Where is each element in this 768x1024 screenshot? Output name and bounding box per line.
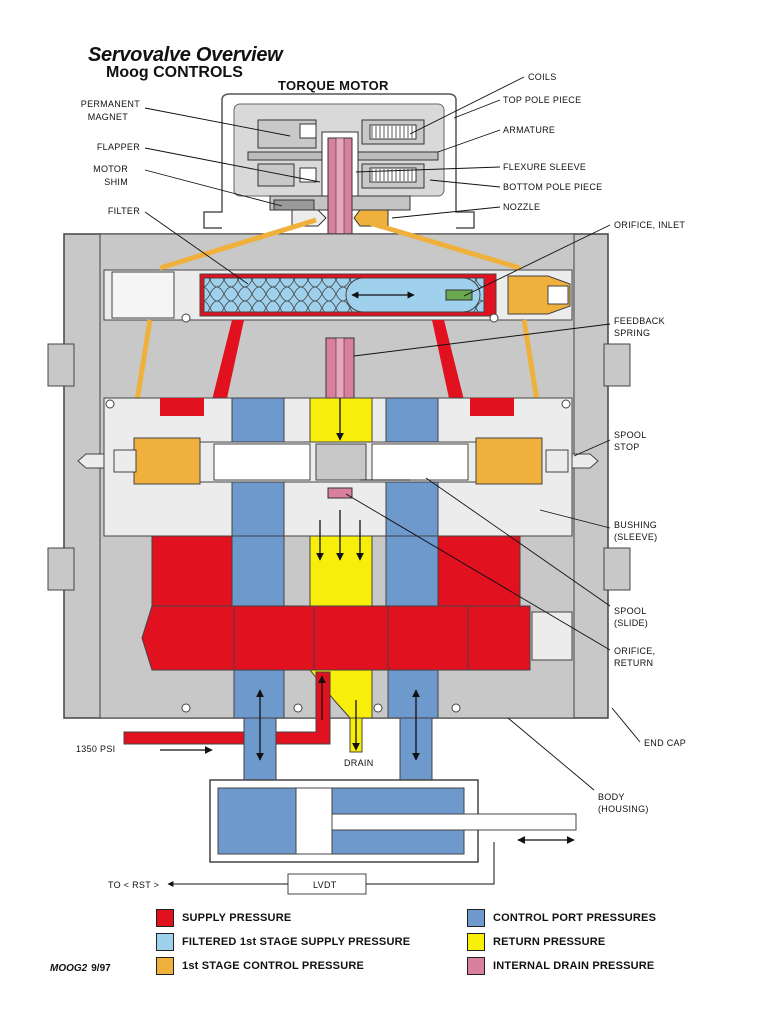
label-psi: 1350 PSI <box>76 744 115 754</box>
label-coils: COILS <box>528 72 557 82</box>
orifice-return <box>327 487 353 499</box>
label-spool-2: (SLIDE) <box>614 618 648 628</box>
legend-label: FILTERED 1st STAGE SUPPLY PRESSURE <box>182 936 411 948</box>
label-feedback-spring-2: SPRING <box>614 328 650 338</box>
torque-motor-label: TORQUE MOTOR <box>278 78 389 93</box>
legend-item-supply: SUPPLY PRESSURE <box>156 909 291 927</box>
label-end-cap: END CAP <box>644 738 686 748</box>
label-spool-1: SPOOL <box>614 606 647 616</box>
diagram-subtitle: Moog CONTROLS <box>106 64 243 81</box>
label-drain: DRAIN <box>344 758 374 768</box>
legend-label: RETURN PRESSURE <box>493 936 606 948</box>
label-filter: FILTER <box>108 206 140 216</box>
label-armature: ARMATURE <box>503 125 555 135</box>
label-motor-shim-1: MOTOR <box>93 164 128 174</box>
label-spool-stop-1: SPOOL <box>614 430 647 440</box>
label-bushing-2: (SLEEVE) <box>614 532 657 542</box>
label-orifice-return-1: ORIFICE, <box>614 646 655 656</box>
label-lvdt: LVDT <box>313 880 337 890</box>
legend-label: CONTROL PORT PRESSURES <box>493 912 657 924</box>
label-to-rst: TO < RST > <box>108 880 159 890</box>
label-feedback-spring-1: FEEDBACK <box>614 316 665 326</box>
spool-stop <box>571 453 599 469</box>
legend-item-filtered: FILTERED 1st STAGE SUPPLY PRESSURE <box>156 933 410 951</box>
label-orifice-return-2: RETURN <box>614 658 653 668</box>
legend-item-drain: INTERNAL DRAIN PRESSURE <box>467 957 654 975</box>
diagram-title: Servovalve Overview <box>88 44 283 66</box>
label-permanent-magnet-1: PERMANENT <box>81 99 140 109</box>
footer-code: MOOG2 <box>50 963 88 974</box>
label-flapper: FLAPPER <box>97 142 140 152</box>
legend-swatch <box>156 909 174 927</box>
legend-label: SUPPLY PRESSURE <box>182 912 292 924</box>
label-body-1: BODY <box>598 792 625 802</box>
label-flexure-sleeve: FLEXURE SLEEVE <box>503 162 586 172</box>
label-top-pole-piece: TOP POLE PIECE <box>503 95 581 105</box>
torque-motor-housing <box>203 93 475 229</box>
legend-swatch <box>467 909 485 927</box>
legend-item-control: CONTROL PORT PRESSURES <box>467 909 656 927</box>
orifice-inlet <box>445 289 473 301</box>
actuator-rod <box>331 813 577 831</box>
footer-date: 9/97 <box>91 963 111 974</box>
label-permanent-magnet-2: MAGNET <box>88 112 129 122</box>
legend-item-return: RETURN PRESSURE <box>467 933 605 951</box>
label-orifice-inlet: ORIFICE, INLET <box>614 220 685 230</box>
legend-label: 1st STAGE CONTROL PRESSURE <box>182 960 365 972</box>
legend-swatch <box>467 957 485 975</box>
nozzle-left <box>291 209 327 227</box>
label-spool-stop-2: STOP <box>614 442 640 452</box>
legend-item-first-stage: 1st STAGE CONTROL PRESSURE <box>156 957 364 975</box>
legend-label: INTERNAL DRAIN PRESSURE <box>493 960 655 972</box>
label-nozzle: NOZZLE <box>503 202 540 212</box>
label-bottom-pole-piece: BOTTOM POLE PIECE <box>503 182 602 192</box>
motor-shim <box>273 199 315 211</box>
label-body-2: (HOUSING) <box>598 804 649 814</box>
legend-swatch <box>156 957 174 975</box>
legend-swatch <box>467 933 485 951</box>
legend-swatch <box>156 933 174 951</box>
label-motor-shim-2: SHIM <box>104 177 128 187</box>
label-bushing-1: BUSHING <box>614 520 657 530</box>
